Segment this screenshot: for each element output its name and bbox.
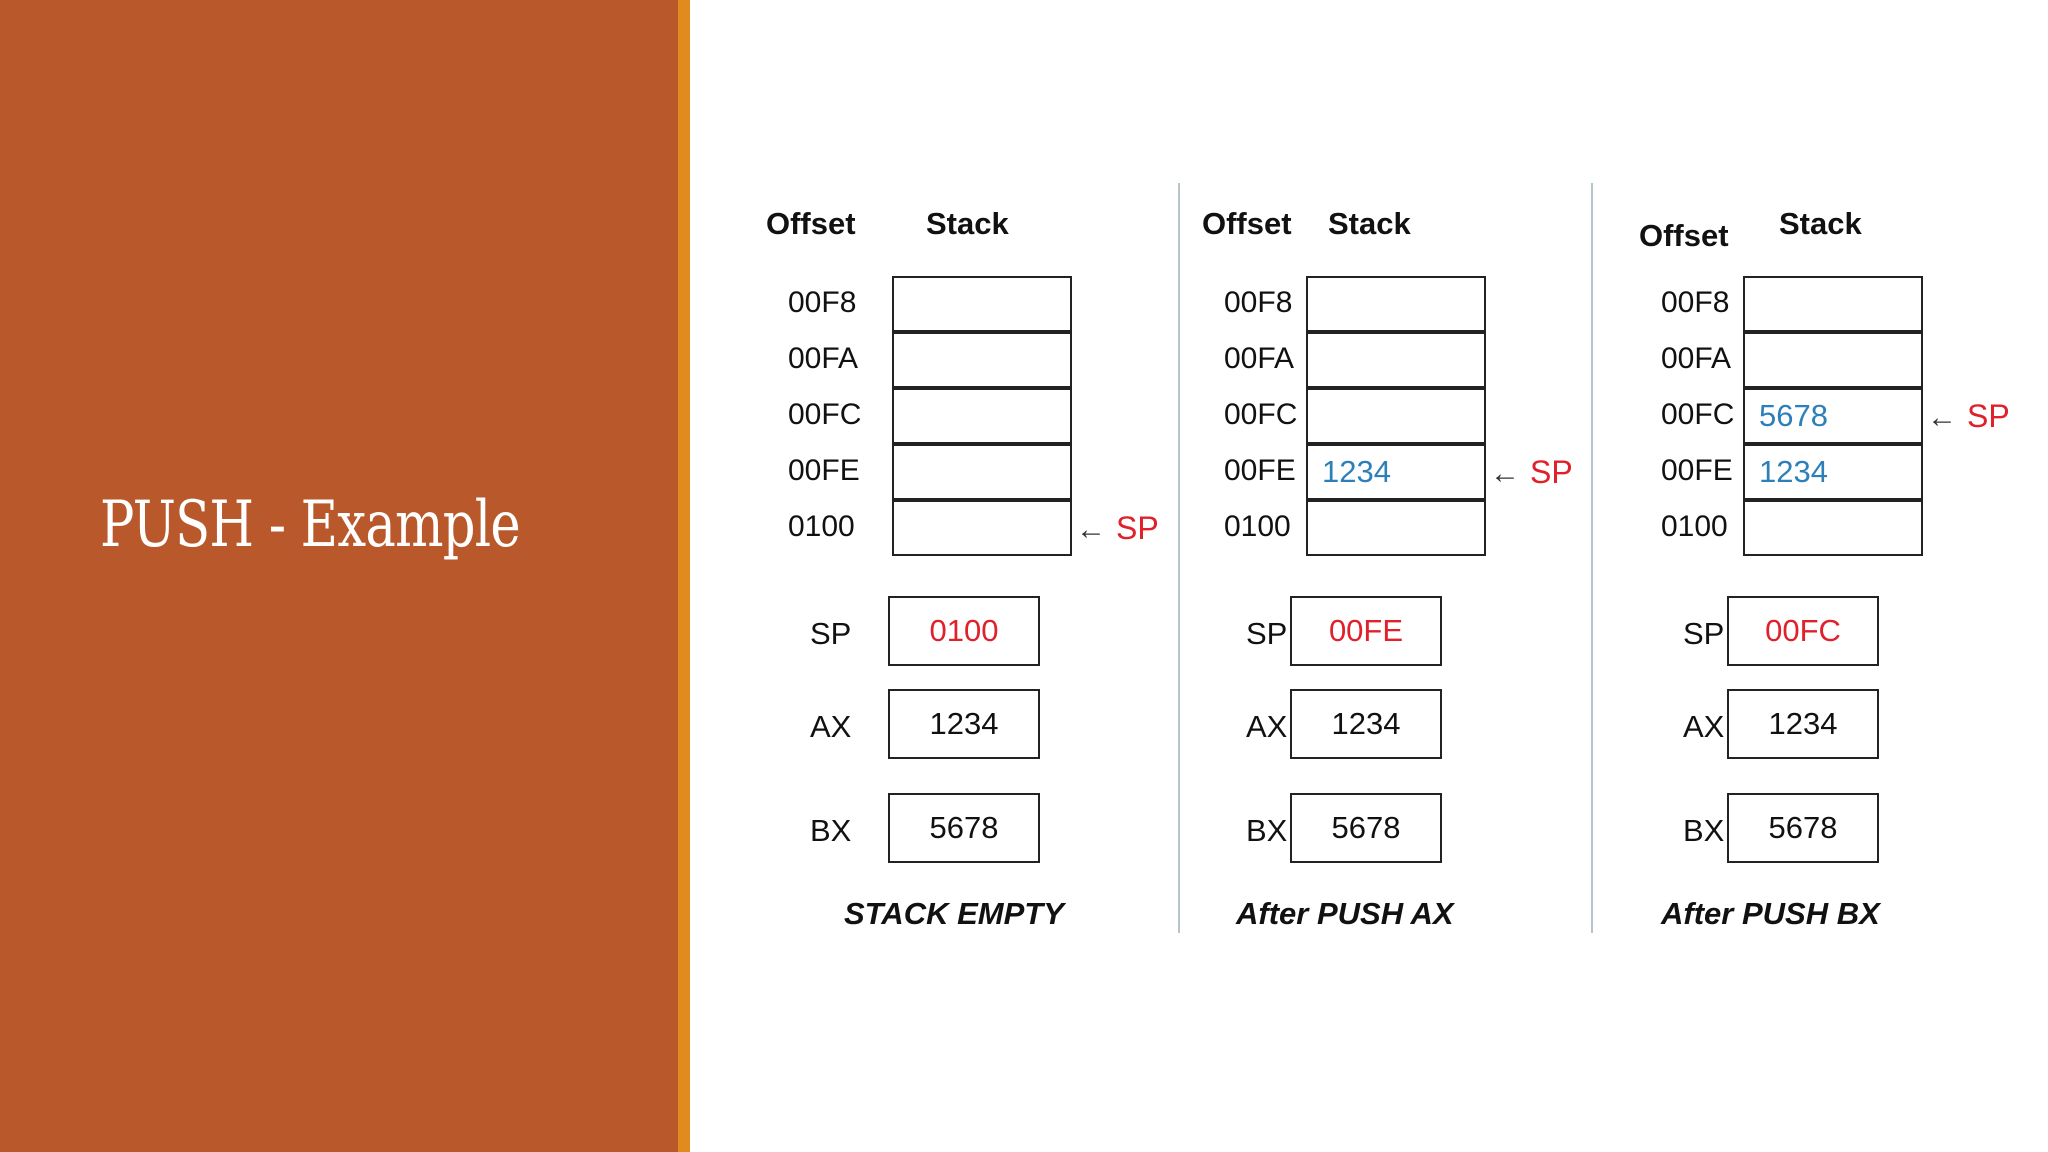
sp-pointer-label: SP [1116,510,1159,546]
stack-cell-00fe [892,444,1072,500]
stack-cell-0100 [1743,500,1923,556]
sp-pointer: ← SP [1490,454,1573,491]
offset-header: Offset [1202,206,1292,241]
offset-label-00fc: 00FC [1224,398,1298,431]
stack-cell-0100 [1306,500,1486,556]
sp-pointer: ← SP [1076,510,1159,547]
register-label-sp: SP [1683,616,1725,651]
offset-header: Offset [1639,218,1729,253]
sp-pointer-label: SP [1530,454,1573,490]
offset-label-00fa: 00FA [1661,342,1732,375]
stack-header: Stack [926,206,1009,241]
offset-label-0100: 0100 [1224,510,1291,543]
stack-cell-00fe: 1234 [1306,444,1486,500]
offset-label-0100: 0100 [1661,510,1728,543]
title-panel [0,0,678,1152]
offset-label-00f8: 00F8 [788,286,857,319]
register-ax-value: 1234 [1727,689,1879,759]
register-ax-value: 1234 [888,689,1040,759]
offset-label-00fe: 00FE [788,454,860,487]
register-label-ax: AX [1683,709,1725,744]
offset-label-00fa: 00FA [788,342,859,375]
register-sp-value: 00FC [1727,596,1879,666]
offset-label-00fc: 00FC [1661,398,1735,431]
register-label-bx: BX [1246,813,1288,848]
sp-pointer-label: SP [1967,398,2010,434]
stack-cell-00f8 [892,276,1072,332]
sp-pointer: ← SP [1927,398,2010,435]
stack-cell-00fa [1743,332,1923,388]
offset-label-00f8: 00F8 [1661,286,1730,319]
register-label-ax: AX [1246,709,1288,744]
stack-cell-0100 [892,500,1072,556]
left-arrow-icon: ← [1076,513,1106,546]
register-label-bx: BX [1683,813,1725,848]
offset-label-00fa: 00FA [1224,342,1295,375]
stack-cell-00f8 [1306,276,1486,332]
register-label-sp: SP [1246,616,1288,651]
accent-bar [678,0,690,1152]
stack-cell-00fc: 5678 [1743,388,1923,444]
panel-divider [1591,183,1593,933]
slide-title: PUSH - Example [100,488,521,562]
stack-header: Stack [1779,206,1862,241]
panel-divider [1178,183,1180,933]
stack-cell-00fc [892,388,1072,444]
register-label-sp: SP [810,616,852,651]
stack-cell-00fe: 1234 [1743,444,1923,500]
offset-label-0100: 0100 [788,510,855,543]
register-label-ax: AX [810,709,852,744]
register-sp-value: 0100 [888,596,1040,666]
register-bx-value: 5678 [1290,793,1442,863]
panel-caption: After PUSH BX [1661,896,1880,931]
panel-caption: After PUSH AX [1236,896,1454,931]
offset-label-00fe: 00FE [1224,454,1296,487]
offset-label-00fc: 00FC [788,398,862,431]
register-ax-value: 1234 [1290,689,1442,759]
left-arrow-icon: ← [1927,401,1957,434]
stack-cell-00fa [892,332,1072,388]
offset-label-00fe: 00FE [1661,454,1733,487]
stack-cell-00f8 [1743,276,1923,332]
offset-header: Offset [766,206,856,241]
offset-label-00f8: 00F8 [1224,286,1293,319]
stack-header: Stack [1328,206,1411,241]
register-bx-value: 5678 [888,793,1040,863]
register-label-bx: BX [810,813,852,848]
register-sp-value: 00FE [1290,596,1442,666]
register-bx-value: 5678 [1727,793,1879,863]
stack-cell-00fc [1306,388,1486,444]
left-arrow-icon: ← [1490,457,1520,490]
panel-caption: STACK EMPTY [844,896,1064,931]
stack-cell-00fa [1306,332,1486,388]
